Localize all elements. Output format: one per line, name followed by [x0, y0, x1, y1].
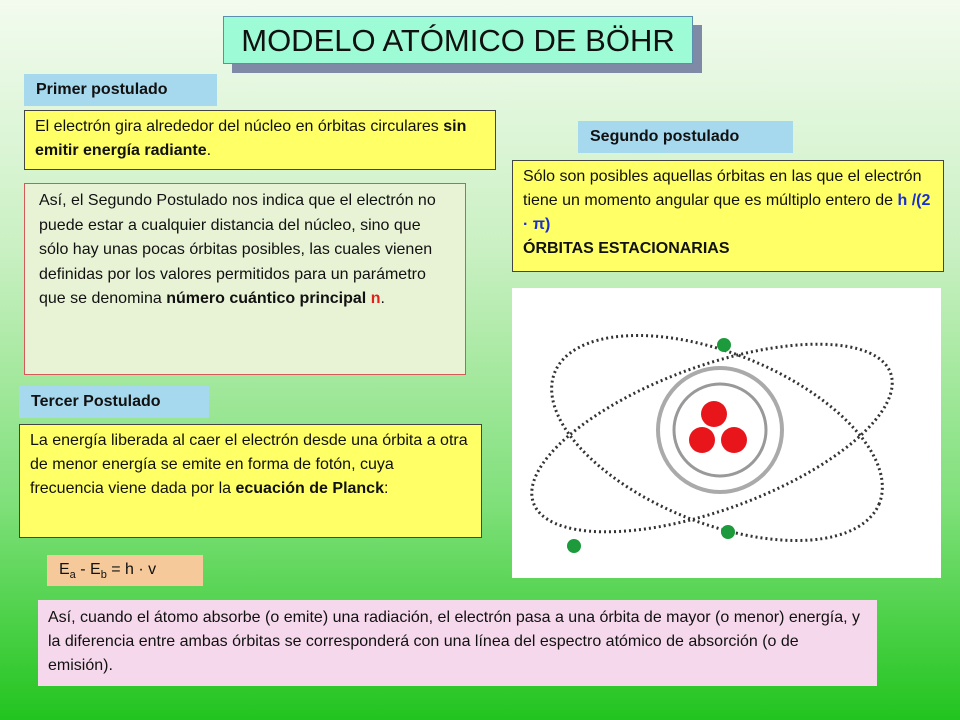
eq-e1: E — [59, 561, 70, 578]
proton-2 — [689, 427, 715, 453]
electron-2 — [721, 525, 735, 539]
proton-1 — [701, 401, 727, 427]
second-postulate-label: Segundo postulado — [578, 121, 793, 153]
third-text-bold: ecuación de Planck — [235, 480, 384, 497]
second-text-bold: ÓRBITAS ESTACIONARIAS — [523, 240, 730, 257]
first-text-bold: sin emitir energía radiante — [35, 118, 467, 159]
second-postulate-explanation: Así, el Segundo Postulado nos indica que… — [24, 183, 466, 375]
eq-minus: - E — [75, 561, 101, 578]
third-text-end: : — [383, 480, 389, 497]
third-postulate-text: La energía liberada al caer el electrón … — [19, 424, 482, 538]
page-title: MODELO ATÓMICO DE BÖHR — [223, 16, 693, 64]
second-text-a: Sólo son posibles aquellas órbitas en la… — [523, 168, 922, 209]
electron-1 — [717, 338, 731, 352]
quantum-number-n: n — [370, 290, 381, 307]
eq-sub-a: a — [69, 569, 76, 582]
planck-equation: Ea - Eb = h · v — [47, 555, 203, 586]
third-text-a: La energía liberada al caer el electrón … — [30, 432, 468, 497]
first-postulate-text: El electrón gira alrededor del núcleo en… — [24, 110, 496, 170]
atom-svg — [530, 333, 894, 553]
second-postulate-text: Sólo son posibles aquellas órbitas en la… — [512, 160, 944, 272]
first-postulate-label: Primer postulado — [24, 74, 217, 106]
electron-3 — [567, 539, 581, 553]
outer-shell — [656, 366, 784, 494]
inner-shell — [672, 382, 768, 478]
explain-text-a: Así, el Segundo Postulado nos indica que… — [39, 192, 436, 307]
eq-rest: = h · v — [106, 561, 157, 578]
orbit-ellipse-2 — [550, 333, 884, 543]
first-text-end: . — [206, 142, 212, 159]
angular-momentum-formula: h /(2 · π) — [523, 192, 931, 233]
third-postulate-label: Tercer Postulado — [19, 386, 209, 418]
orbit-ellipse-1 — [530, 342, 894, 534]
bohr-atom-diagram — [512, 288, 941, 578]
eq-sub-b: b — [100, 569, 107, 582]
explain-text-end: . — [380, 290, 385, 307]
explain-text-bold: número cuántico principal — [166, 290, 367, 307]
first-text-a: El electrón gira alrededor del núcleo en… — [35, 118, 444, 135]
bottom-explanation: Así, cuando el átomo absorbe (o emite) u… — [38, 600, 877, 686]
proton-3 — [721, 427, 747, 453]
